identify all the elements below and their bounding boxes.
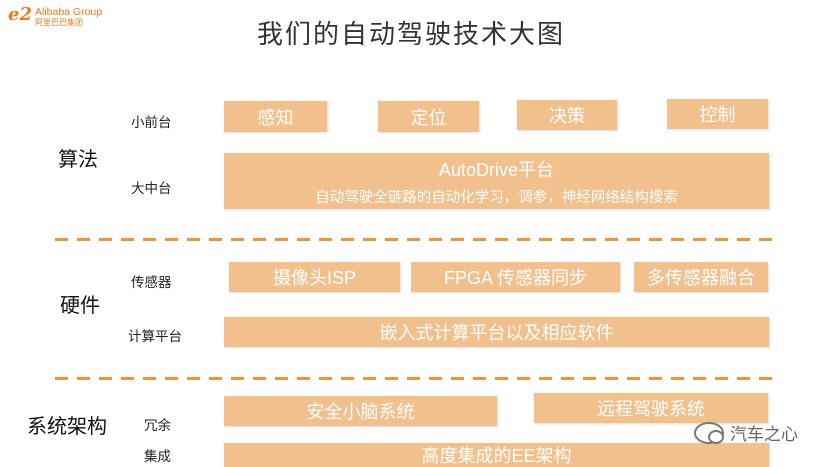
box-decision: 决策 <box>517 100 617 130</box>
box-localization: 定位 <box>378 101 479 132</box>
sub-label-front: 小前台 <box>131 115 172 131</box>
wechat-icon <box>694 421 724 444</box>
logo-subtitle: 阿里巴巴集团 <box>34 18 83 27</box>
watermark-text: 汽车之心 <box>730 425 798 445</box>
box-fpga-sync: FPGA 传感器同步 <box>411 262 620 292</box>
section-label-algorithm: 算法 <box>58 147 98 171</box>
sub-label-redundancy: 冗余 <box>144 418 171 434</box>
box-control: 控制 <box>667 99 768 129</box>
slide-title: 我们的自动驾驶技术大图 <box>256 20 565 50</box>
logo-text: Alibaba Group 阿里巴巴集团 <box>35 6 102 27</box>
box-ee-architecture: 高度集成的EE架构 <box>224 443 769 467</box>
sub-label-middle: 大中台 <box>131 181 172 197</box>
sub-label-integration: 集成 <box>144 449 171 465</box>
box-sensor-fusion: 多传感器融合 <box>634 262 768 292</box>
box-camera-isp: 摄像头ISP <box>229 262 400 292</box>
section-label-system: 系统架构 <box>27 414 107 438</box>
box-safety-brain: 安全小脑系统 <box>224 396 497 426</box>
divider-1 <box>55 238 775 241</box>
section-label-hardware: 硬件 <box>60 293 100 317</box>
alibaba-logo-icon: e2 <box>8 4 32 25</box>
box-perception: 感知 <box>224 101 327 132</box>
logo-name: Alibaba Group <box>34 6 103 18</box>
autodrive-title: AutoDrive平台 <box>438 159 555 180</box>
sub-label-sensors: 传感器 <box>131 275 172 291</box>
box-embedded-compute: 嵌入式计算平台以及相应软件 <box>224 317 769 347</box>
watermark: 汽车之心 <box>694 420 798 445</box>
sub-label-compute: 计算平台 <box>128 329 182 345</box>
autodrive-description: 自动驾驶全链路的自动化学习，调参，神经网络结构搜索 <box>315 189 678 206</box>
alibaba-logo: e2 Alibaba Group 阿里巴巴集团 <box>8 4 102 28</box>
divider-2 <box>55 377 775 380</box>
box-autodrive-platform: AutoDrive平台 自动驾驶全链路的自动化学习，调参，神经网络结构搜索 <box>224 153 769 209</box>
box-remote-driving: 远程驾驶系统 <box>534 393 768 423</box>
